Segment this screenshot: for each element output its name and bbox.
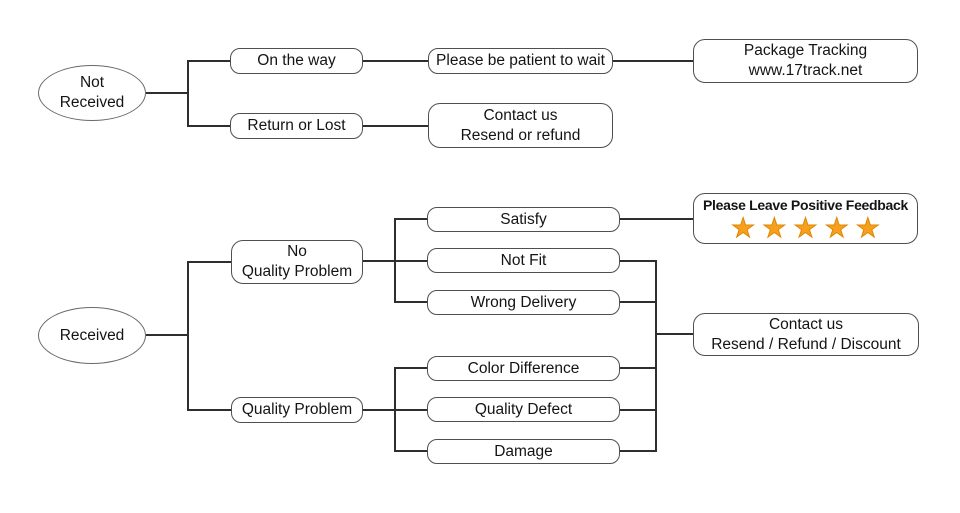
- node-package-tracking: Package Tracking www.17track.net: [693, 39, 918, 83]
- connector-notreceived-out: [146, 92, 188, 94]
- node-label: Wrong Delivery: [470, 293, 577, 311]
- node-label: Received: [59, 326, 125, 344]
- node-label: Quality Problem: [241, 263, 353, 280]
- node-on-the-way: On the way: [230, 48, 363, 74]
- node-contact-resend-refund: Contact us Resend or refund: [428, 103, 613, 148]
- node-label: Resend or refund: [460, 126, 581, 144]
- node-quality-problem: Quality Problem: [231, 397, 363, 423]
- connector-ontheway-patient: [363, 60, 428, 62]
- node-label: Damage: [494, 442, 553, 460]
- node-no-quality-problem: No Quality Problem: [231, 240, 363, 284]
- node-label: Please Leave Positive Feedback: [702, 196, 908, 213]
- node-color-difference: Color Difference: [427, 356, 620, 381]
- node-label: Quality Defect: [474, 400, 573, 418]
- node-satisfy: Satisfy: [427, 207, 620, 232]
- node-label: Resend / Refund / Discount: [711, 335, 901, 353]
- connector-to-colordiff: [394, 367, 428, 369]
- connector-noquality-branch: [394, 218, 396, 303]
- connector-damage-collector: [620, 450, 657, 452]
- connector-defect-collector: [620, 409, 657, 411]
- connector-to-damage: [394, 450, 428, 452]
- connector-quality-branch: [394, 367, 396, 452]
- connector-received-branch: [187, 261, 189, 411]
- connector-to-ontheway: [187, 60, 231, 62]
- connector-notreceived-branch: [187, 60, 189, 127]
- node-not-fit: Not Fit: [427, 248, 620, 273]
- node-label: Not: [79, 74, 105, 91]
- node-quality-defect: Quality Defect: [427, 397, 620, 422]
- connector-to-quality: [187, 409, 231, 411]
- connector-received-out: [146, 334, 188, 336]
- node-positive-feedback: Please Leave Positive Feedback ★★★★★: [693, 193, 918, 244]
- connector-satisfy-feedback: [620, 218, 693, 220]
- node-label: Contact us: [768, 315, 844, 333]
- node-label: Return or Lost: [247, 117, 346, 134]
- node-be-patient: Please be patient to wait: [428, 48, 613, 74]
- node-label: Not Fit: [500, 251, 547, 269]
- connector-to-noquality: [187, 261, 231, 263]
- connector-to-wrongdelivery: [394, 301, 428, 303]
- connector-color-collector: [620, 367, 657, 369]
- node-label: On the way: [257, 52, 336, 69]
- node-return-or-lost: Return or Lost: [230, 113, 363, 139]
- node-received: Received: [38, 307, 146, 364]
- node-label: Contact us: [483, 106, 558, 124]
- connector-return-contact: [363, 125, 428, 127]
- connector-collector-line: [655, 260, 657, 452]
- node-label: Please be patient to wait: [436, 52, 605, 69]
- connector-to-returnorlost: [187, 125, 231, 127]
- node-contact-discount: Contact us Resend / Refund / Discount: [693, 313, 919, 356]
- node-label: Package Tracking: [743, 42, 868, 59]
- star-row: ★★★★★: [730, 212, 888, 243]
- node-not-received: Not Received: [38, 65, 146, 121]
- connector-to-satisfy: [394, 218, 428, 220]
- node-label: Color Difference: [467, 359, 580, 377]
- connector-patient-tracking: [613, 60, 693, 62]
- node-label: Received: [59, 94, 125, 111]
- node-label: Satisfy: [500, 210, 547, 228]
- connector-wrong-collector: [620, 301, 657, 303]
- connector-notfit-collector: [620, 260, 657, 262]
- connector-collector-contact: [655, 333, 693, 335]
- node-label: Quality Problem: [241, 401, 353, 418]
- node-wrong-delivery: Wrong Delivery: [427, 290, 620, 315]
- node-damage: Damage: [427, 439, 620, 464]
- node-label: www.17track.net: [748, 62, 863, 79]
- node-label: No: [287, 243, 307, 260]
